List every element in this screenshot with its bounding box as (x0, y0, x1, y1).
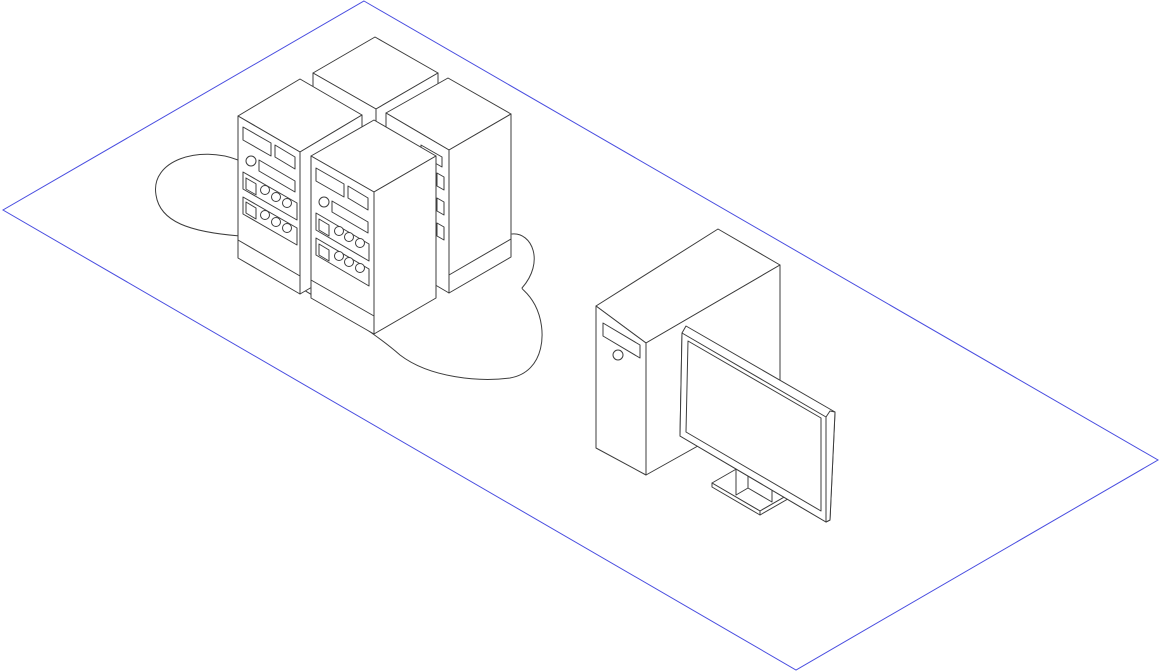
cloud-icon (155, 153, 543, 380)
monitor-icon (679, 325, 836, 523)
server-rack-front-icon (310, 119, 437, 335)
